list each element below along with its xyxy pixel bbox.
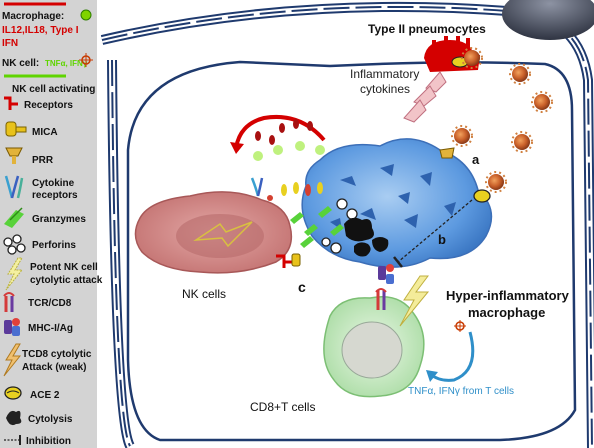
tcr-mhc-interaction [375,264,394,310]
mica-icon [5,121,27,137]
label-c: c [298,279,306,295]
legend-tcd8-line2: Attack (weak) [22,362,86,373]
hyper-macrophage-line2: macrophage [468,305,545,320]
cytokine-dots-green [253,141,325,161]
airspace-cloud [502,0,594,40]
nk-cell [134,191,293,274]
legend-macrophage-title: Macrophage: [2,11,64,22]
nk-cytokine-receptors [250,177,264,197]
nk-cells-label: NK cells [182,287,226,301]
legend-mhc: MHC-I/Ag [28,323,73,334]
lightning-weak-icon [3,343,22,377]
prr-receptor [439,147,455,159]
virus-icon [531,91,553,113]
virus-icon [511,131,533,153]
granzyme-icon [4,207,24,228]
cd8-t-cell [323,296,425,398]
tnf-cytokine-icon [454,320,466,332]
cytolysis-icon [6,410,22,426]
legend-macrophage-ifn: IFN [2,38,18,49]
inhibition-icon [4,435,21,445]
tnf-blue-arrow [429,331,475,382]
tcd8-weak-attack [399,275,430,327]
ace2-receptor [473,189,491,203]
virus-particles [451,47,553,193]
legend-mica: MICA [32,127,58,138]
ace2-icon [4,386,22,400]
receptor-red-icon [4,96,18,110]
legend-potent-line1: Potent NK cell [30,262,98,273]
label-b: b [438,232,446,247]
label-a: a [472,152,480,167]
mhc-ag-icon [4,318,20,336]
virus-icon [509,63,531,85]
inflammatory-label-line1: Inflammatory [350,67,419,81]
nk-mica-interaction [276,253,301,268]
cytokine-receptor-icon [4,175,24,199]
virus-icon [451,125,473,147]
perforin-icon [3,234,26,255]
legend-potent-line2: cytolytic attack [30,275,103,286]
lightning-yellow-icon [5,257,24,291]
type2-pneumocyte [424,36,480,72]
legend-inhibition: Inhibition [26,436,71,447]
cytokine-star-icon [79,53,93,67]
legend-nk-activating: NK cell activating [12,84,95,95]
cd8-t-cells-label: CD8+T cells [250,400,315,414]
legend-granzymes: Granzymes [32,214,86,225]
legend-nk-cell-title: NK cell: TNFα, IFNγ [2,58,88,69]
granzyme-perforin-burst [290,198,358,254]
cytokine-dots-red [255,119,313,145]
legend-tcr: TCR/CD8 [28,298,72,309]
legend-receptors: Receptors [24,100,73,111]
legend-cytokine-line1: Cytokine [32,178,75,189]
inflammatory-arrow [403,71,447,123]
macrophage-to-nk-arrowhead [230,142,244,154]
virus-icon [485,171,507,193]
legend-ace2: ACE 2 [30,390,60,401]
legend-cytokine-line2: receptors [32,190,78,201]
cytokine-green-icon [80,9,92,21]
legend-macrophage-cytokines: IL12,IL18, Type I [2,25,79,36]
tcr-cd8-icon [3,292,15,312]
legend-perforins: Perforins [32,240,76,251]
legend-prr: PRR [32,155,54,166]
hyper-macrophage-line1: Hyper-inflammatory [446,288,570,303]
inhibition-line [393,199,473,268]
type2-pneumocytes-label: Type II pneumocytes [368,22,486,36]
legend-tcd8-line1: TCD8 cytolytic [22,349,92,360]
legend-cytolysis: Cytolysis [28,414,73,425]
inflammatory-label-line2: cytokines [360,82,410,96]
alveolar-membrane [100,1,594,448]
prr-icon [5,147,23,164]
tnf-blue-arrowhead [426,370,438,382]
cytokine-ellipses [267,182,323,201]
virus-icon [461,47,483,69]
tnf-from-t-cells: TNFα, IFNγ from T cells [408,386,514,397]
cytolysis-blobs [344,217,389,257]
